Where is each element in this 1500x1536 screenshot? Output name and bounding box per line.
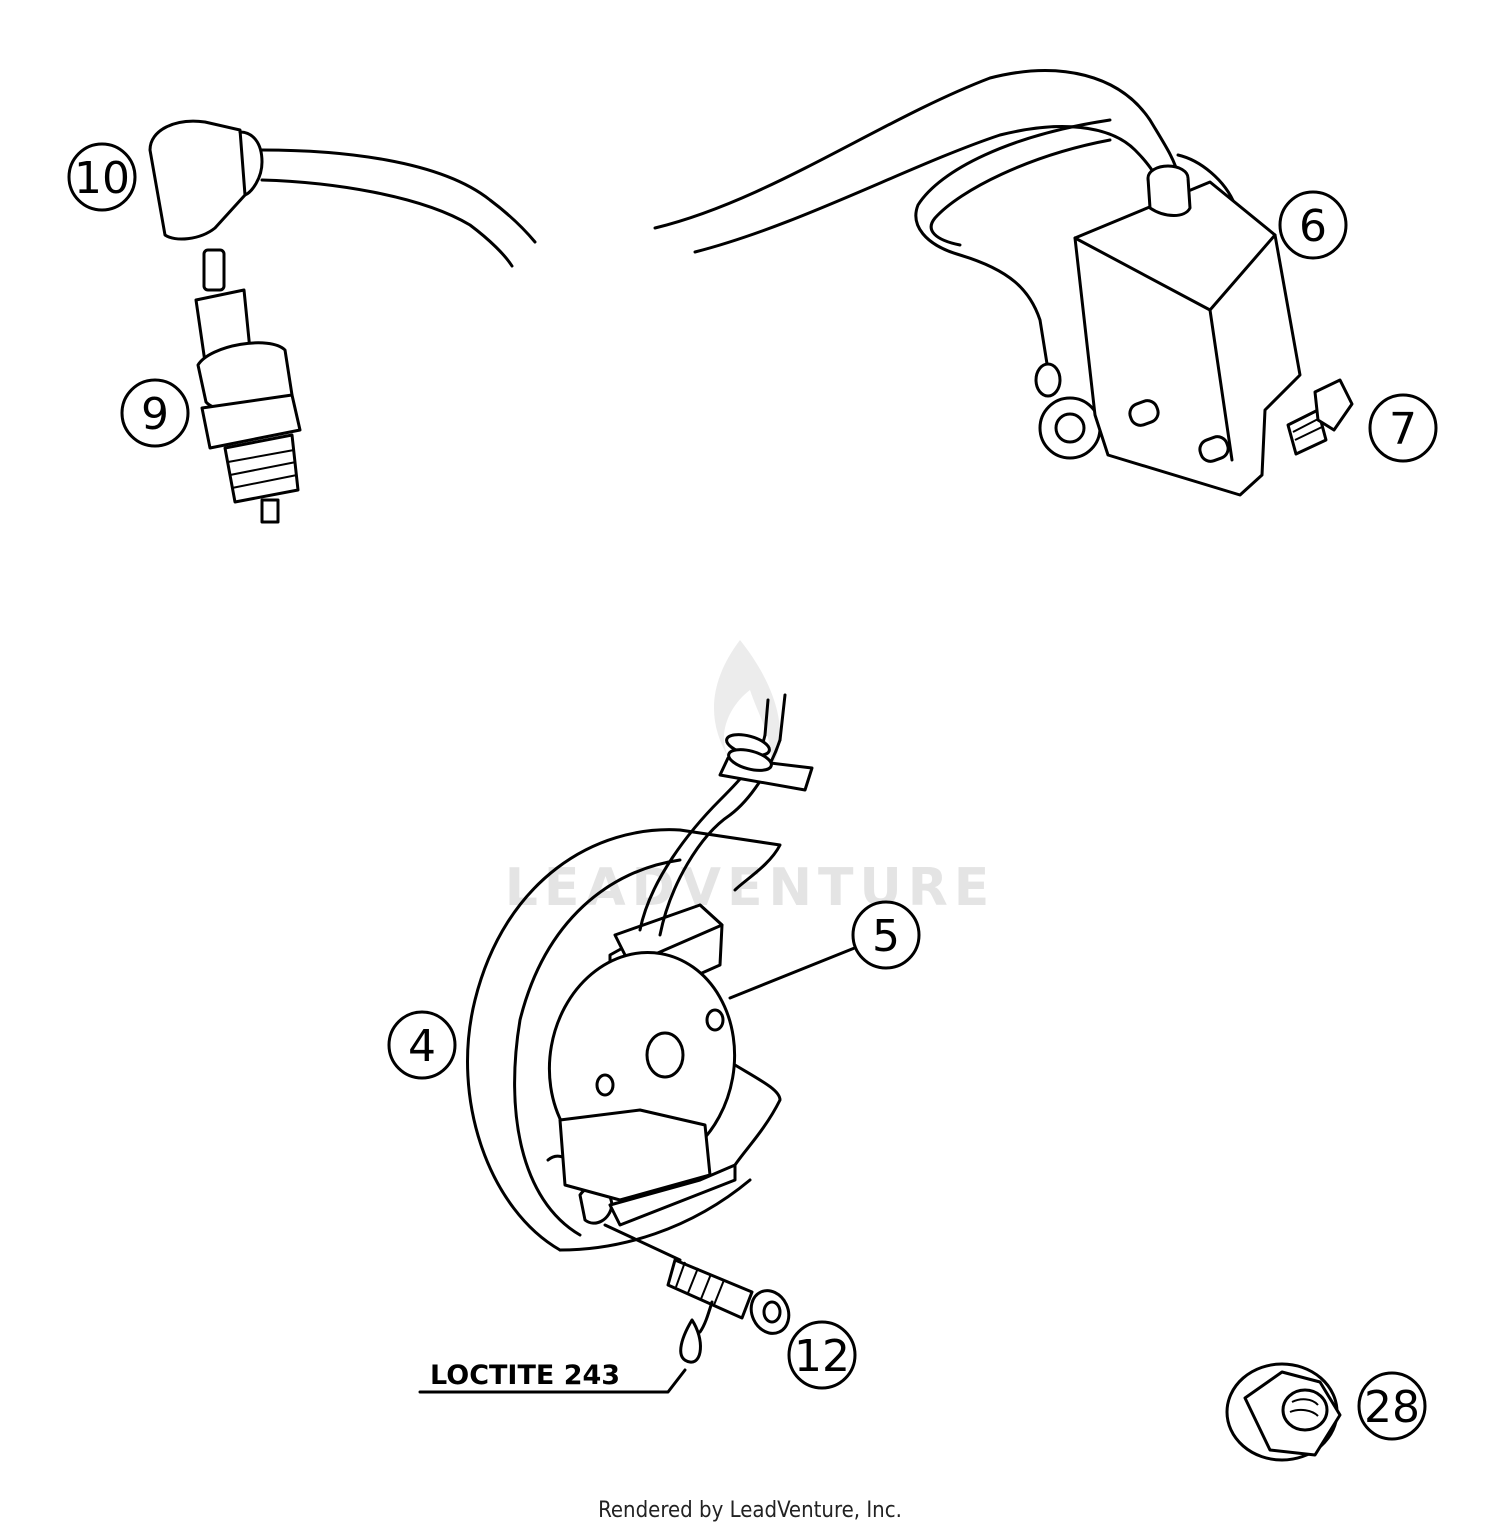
loctite-drop-icon: [679, 1318, 702, 1364]
callout-4: 4: [387, 1010, 457, 1080]
footer-credit: Rendered by LeadVenture, Inc.: [598, 1498, 902, 1523]
callout-10-label: 10: [74, 153, 130, 204]
callout-10: 10: [67, 142, 137, 212]
callout-4-label: 4: [408, 1021, 436, 1072]
callout-28: 28: [1357, 1371, 1427, 1441]
callout-9: 9: [120, 378, 190, 448]
part-12-screw: [603, 1223, 791, 1335]
part-28-nut: [1225, 1362, 1342, 1462]
loctite-note: LOCTITE 243: [430, 1360, 620, 1391]
part-5-coil-assembly: [547, 693, 814, 1227]
part-9-spark-plug: [194, 248, 302, 524]
loctite-leader-line: [418, 1368, 687, 1394]
watermark-text: LEADVENTURE: [505, 858, 996, 918]
callout-6: 6: [1278, 190, 1348, 260]
part-6-ignition-coil: [653, 69, 1302, 497]
callout-6-label: 6: [1299, 201, 1327, 252]
callout-7-label: 7: [1389, 404, 1417, 455]
callout-5-label: 5: [872, 911, 900, 962]
part-7-screw: [1286, 378, 1354, 456]
callout-5: 5: [851, 900, 921, 970]
part-10-plug-cap: [148, 119, 537, 268]
callout-12: 12: [787, 1320, 857, 1390]
callout-28-label: 28: [1364, 1382, 1420, 1433]
part-4-stator-plate: [466, 828, 782, 1252]
watermark: LEADVENTURE: [505, 640, 996, 918]
flame-logo-icon: [713, 640, 780, 770]
leader-5: [728, 943, 864, 1000]
callout-7: 7: [1368, 393, 1438, 463]
callout-9-label: 9: [141, 389, 169, 440]
callout-12-label: 12: [794, 1331, 850, 1382]
